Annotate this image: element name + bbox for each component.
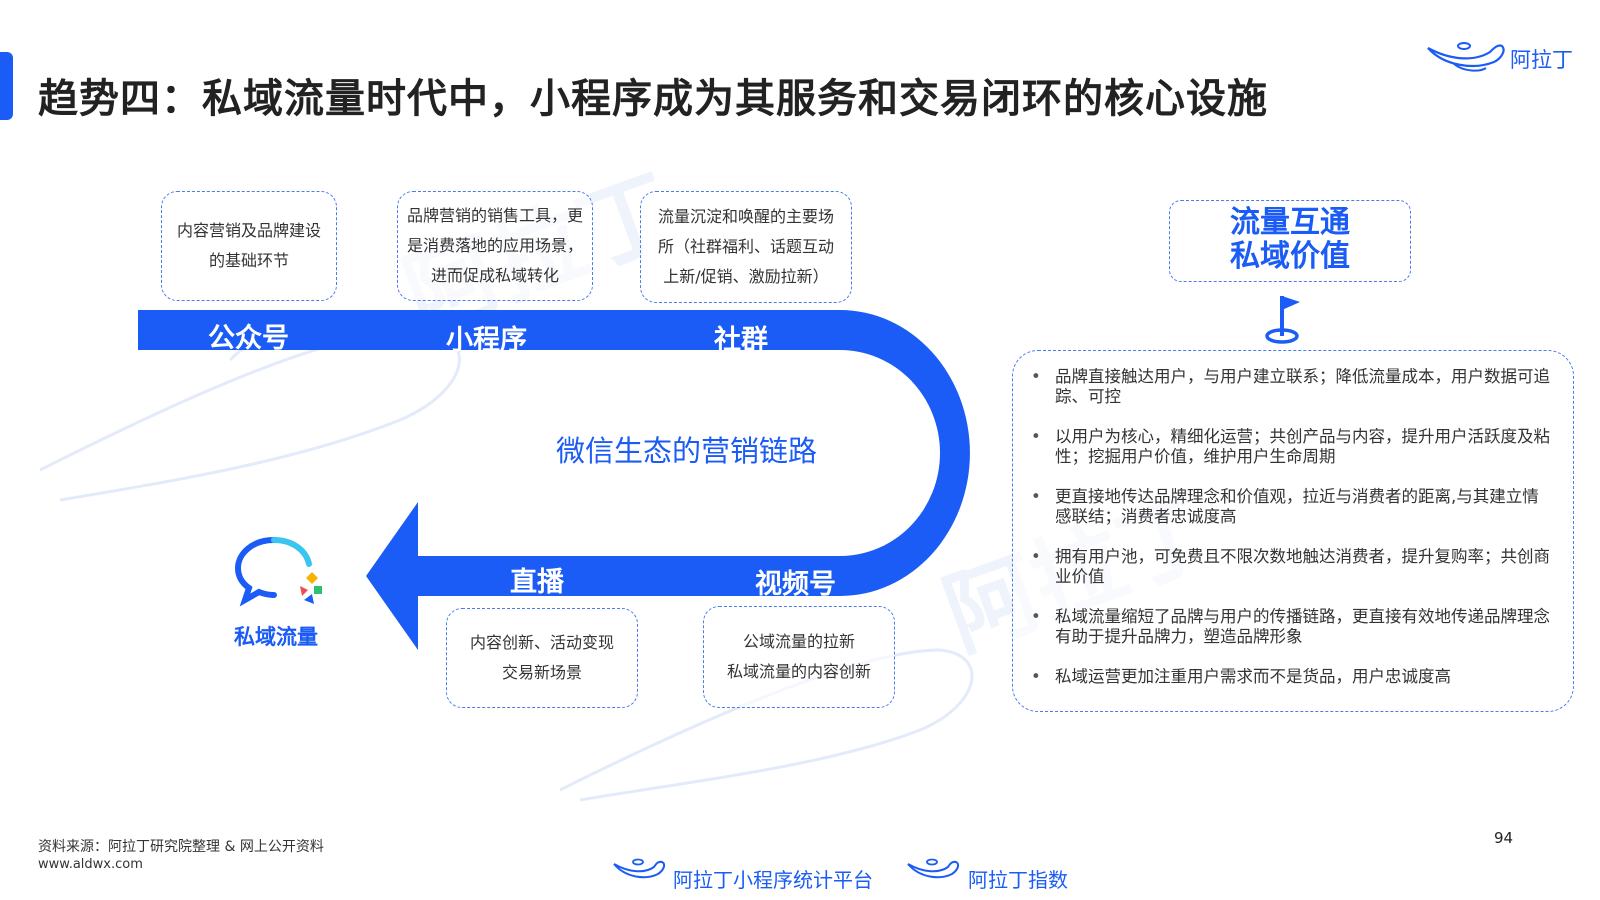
page-number: 94 (1494, 829, 1514, 847)
private-value-list: 品牌直接触达用户，与用户建立联系；降低流量成本，用户数据可追踪、可控 以用户为核… (1012, 350, 1574, 712)
road-label-community: 社群 (714, 325, 768, 356)
source-note: 资料来源：阿拉丁研究院整理 & 网上公开资料 (38, 839, 324, 855)
aladdin-lamp-logo-icon (907, 858, 960, 879)
list-item: 更直接地传达品牌理念和价值观，拉近与消费者的距离,与其建立情感联结；消费者忠诚度… (1025, 487, 1555, 527)
source-url: www.aldwx.com (38, 857, 143, 872)
list-item: 私域运营更加注重用户需求而不是货品，用户忠诚度高 (1025, 667, 1555, 687)
road-label-miniprogram: 小程序 (446, 325, 527, 356)
brand-logo-text: 阿拉丁 (1510, 48, 1573, 72)
road-label-channels: 视频号 (755, 569, 836, 600)
footer-logo-index: 阿拉丁指数 (968, 868, 1068, 892)
list-item: 以用户为核心，精细化运营；共创产品与内容，提升用户活跃度及粘性；挖掘用户价值，维… (1025, 427, 1555, 467)
road-label-live: 直播 (510, 567, 564, 598)
headline-box: 流量互通 私域价值 (1169, 200, 1411, 282)
wechat-chain-label: 微信生态的营销链路 (556, 434, 818, 468)
box-miniprogram-desc: 品牌营销的销售工具，更 是消费落地的应用场景， 进而促成私域转化 (397, 191, 593, 301)
flag-icon (1265, 296, 1300, 344)
private-traffic-label: 私域流量 (234, 625, 318, 649)
aladdin-lamp-logo-icon (1427, 42, 1505, 72)
wechat-chat-icon (234, 537, 322, 607)
box-channels-desc: 公域流量的拉新 私域流量的内容创新 (703, 606, 895, 708)
box-live-desc: 内容创新、活动变现 交易新场景 (446, 608, 638, 708)
list-item: 拥有用户池，可免费且不限次数地触达消费者，提升复购率；共创商业价值 (1025, 547, 1555, 587)
aladdin-lamp-logo-icon (613, 858, 666, 879)
headline-line1: 流量互通 (1230, 205, 1350, 240)
list-item: 品牌直接触达用户，与用户建立联系；降低流量成本，用户数据可追踪、可控 (1025, 367, 1555, 407)
box-community-desc: 流量沉淀和唤醒的主要场 所（社群福利、话题互动 上新/促销、激励拉新） (640, 191, 852, 303)
footer-logo-stats: 阿拉丁小程序统计平台 (673, 868, 873, 892)
page-title: 趋势四：私域流量时代中，小程序成为其服务和交易闭环的核心设施 (38, 76, 1268, 122)
list-item: 私域流量缩短了品牌与用户的传播链路，更直接有效地传递品牌理念有助于提升品牌力，塑… (1025, 607, 1555, 647)
road-label-gongzhonghao: 公众号 (208, 323, 289, 354)
box-gongzhonghao-desc: 内容营销及品牌建设 的基础环节 (161, 191, 337, 301)
title-accent-bar (0, 52, 13, 120)
headline-line2: 私域价值 (1230, 239, 1350, 274)
